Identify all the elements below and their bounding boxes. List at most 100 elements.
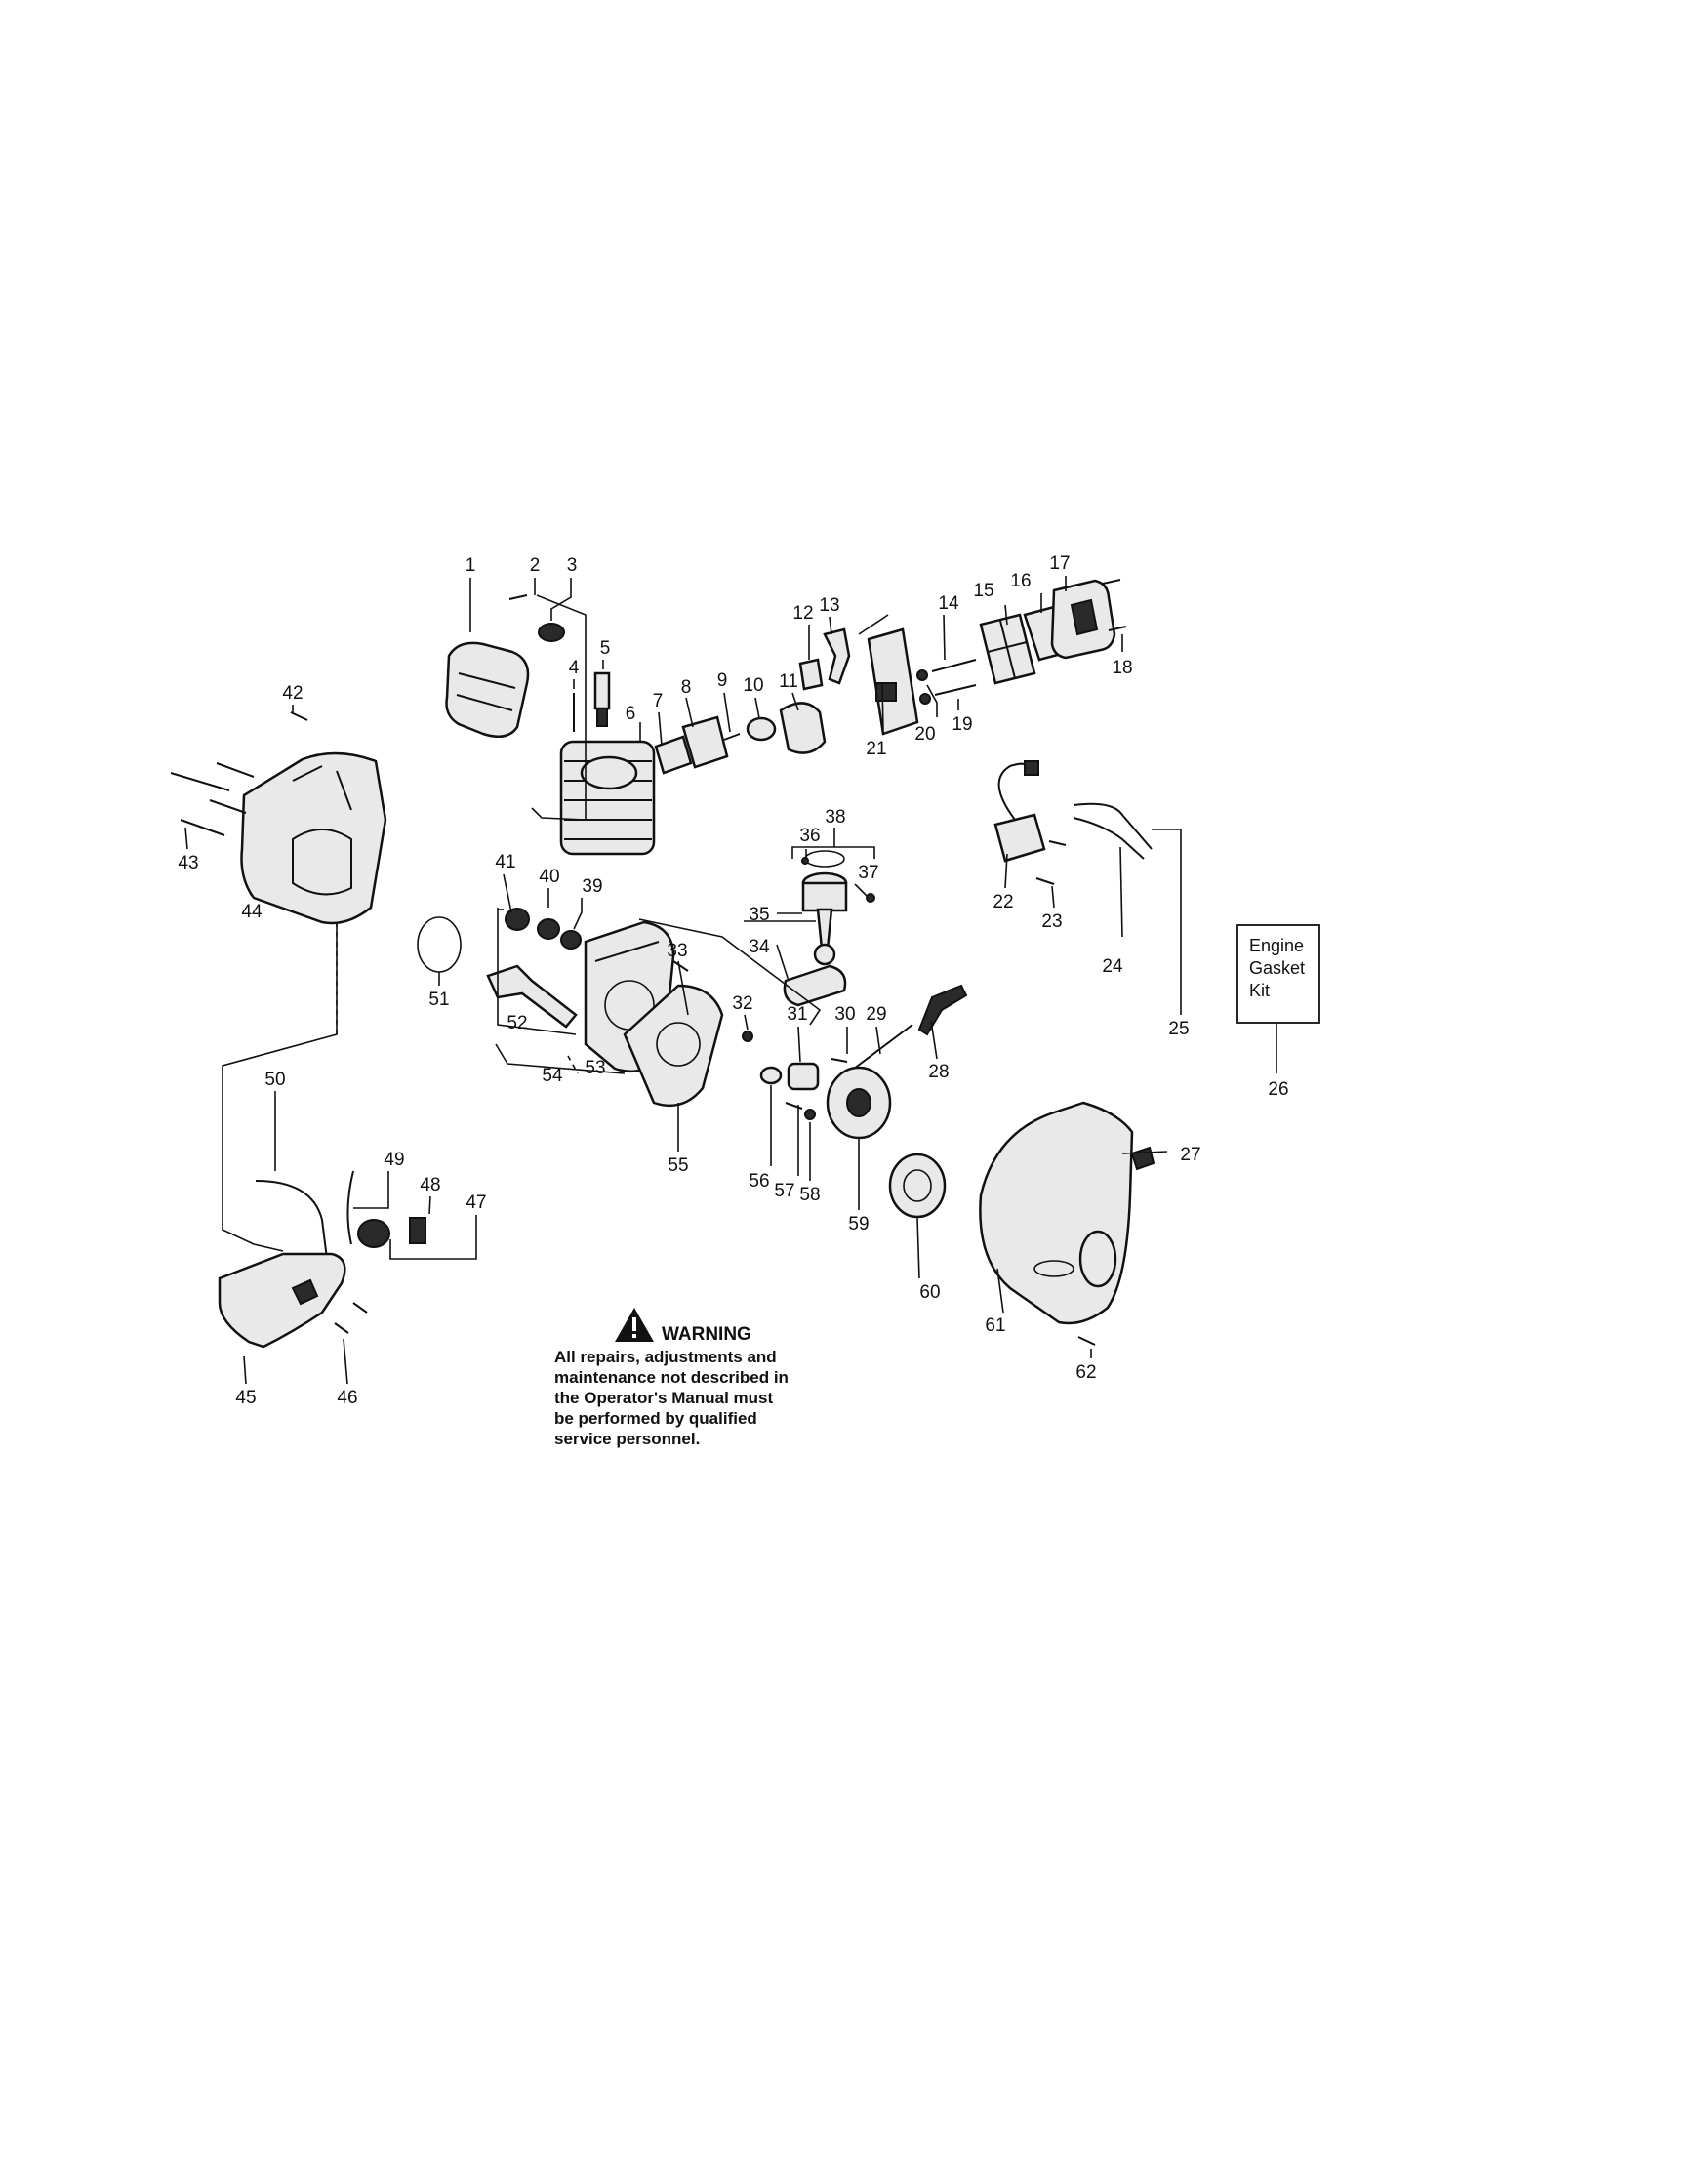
callout-48: 48 [420,1175,440,1195]
part-muffler-gasket [538,623,565,642]
part-piston-ring [804,850,845,868]
callout-8: 8 [681,677,692,698]
callout-45: 45 [235,1388,256,1408]
part-carburetor [779,702,827,754]
part-hub [787,1062,820,1091]
part-screw-32 [742,1031,753,1042]
parts-drawings [170,579,1155,1349]
callout-3: 3 [567,555,578,576]
callout-62: 62 [1075,1362,1096,1383]
kit-line-3: Kit [1249,981,1270,1000]
part-washer-56 [759,1066,783,1085]
callout-49: 49 [384,1150,404,1170]
part-stop-wire-2 [1073,817,1145,860]
part-gasket-small [798,658,824,691]
part-stop-wire [1073,802,1153,850]
part-cover-screw-42 [290,711,308,721]
part-engine-cover [240,751,387,925]
callout-10: 10 [743,675,763,696]
part-fuel-line [255,1180,328,1260]
part-cover-screw [1102,579,1121,585]
callout-16: 16 [1010,571,1031,591]
callout-29: 29 [866,1004,886,1025]
callout-55: 55 [668,1155,688,1176]
callout-30: 30 [834,1004,855,1025]
part-bolt-57 [785,1102,803,1110]
callout-53: 53 [585,1058,605,1078]
callout-41: 41 [495,852,515,872]
kit-line-1: Engine [1249,936,1304,955]
callout-20: 20 [914,724,935,745]
callout-2: 2 [530,555,541,576]
part-bolt-long-2 [934,684,977,696]
part-air-box [867,627,919,736]
part-tank-screw [352,1302,368,1314]
callout-17: 17 [1049,553,1070,574]
part-screw-30 [831,1058,848,1063]
part-spark-plug [593,671,611,727]
callout-21: 21 [866,739,886,759]
callout-39: 39 [582,876,602,897]
callout-32: 32 [732,993,752,1014]
part-filter-frame [979,613,1036,685]
part-seal [560,930,582,950]
part-intake-gasket [654,735,693,775]
part-crankcase-gasket [783,964,847,1007]
callout-9: 9 [717,670,728,691]
engine-gasket-kit-box: Engine Gasket Kit [1236,924,1320,1024]
kit-line-2: Gasket [1249,958,1305,978]
part-starter-pulley [826,1024,913,1140]
part-nut-58 [804,1109,816,1120]
callout-50: 50 [264,1070,285,1090]
part-ignition-module [993,760,1046,863]
part-cylinder [559,740,656,856]
callout-61: 61 [985,1315,1005,1336]
callout-labels: 1 2 3 4 5 6 7 8 9 10 11 12 13 14 15 16 1… [178,553,1288,1408]
callout-51: 51 [428,990,449,1010]
callout-38: 38 [825,807,845,828]
callout-34: 34 [749,937,770,957]
part-bearing-2 [537,918,560,940]
callout-60: 60 [919,1282,940,1303]
part-cover-screw-2 [1108,626,1127,631]
warning-icon [615,1308,654,1342]
callout-24: 24 [1102,956,1123,977]
callout-19: 19 [952,714,972,735]
part-cover-screw-43c [209,799,247,814]
callout-27: 27 [1180,1145,1200,1165]
callout-42: 42 [282,683,303,704]
callout-12: 12 [792,603,813,624]
part-filter-cover [1050,579,1116,660]
callout-26: 26 [1268,1079,1288,1100]
part-fuel-cap [357,1219,390,1248]
callout-40: 40 [539,867,559,887]
callout-11: 11 [779,671,798,692]
part-crankcase-screw [672,960,689,972]
part-recoil-spring [888,1153,947,1219]
callout-35: 35 [749,905,769,925]
part-clip-2 [801,857,809,865]
part-crankshaft [486,964,578,1029]
part-module-screw [1048,840,1067,846]
part-fuel-tank [218,1252,346,1349]
callout-4: 4 [569,658,580,678]
callout-58: 58 [799,1185,820,1205]
part-cover-screw-43a [170,772,230,791]
part-shroud-knob [1130,1146,1155,1171]
callout-13: 13 [819,595,839,616]
warning-line-4: be performed by qualified [554,1409,757,1428]
callout-37: 37 [858,863,878,883]
callout-52: 52 [507,1013,527,1033]
part-engine-shroud [979,1101,1134,1325]
callout-43: 43 [178,853,198,873]
callout-22: 22 [993,892,1013,912]
part-clip [866,893,875,903]
part-fuel-filter [409,1217,426,1244]
warning-line-5: service personnel. [554,1430,700,1448]
part-washer-2 [919,693,931,705]
part-cover-screw-43d [180,819,225,836]
part-o-ring [417,916,462,973]
callout-7: 7 [653,691,664,711]
callout-28: 28 [928,1062,949,1082]
